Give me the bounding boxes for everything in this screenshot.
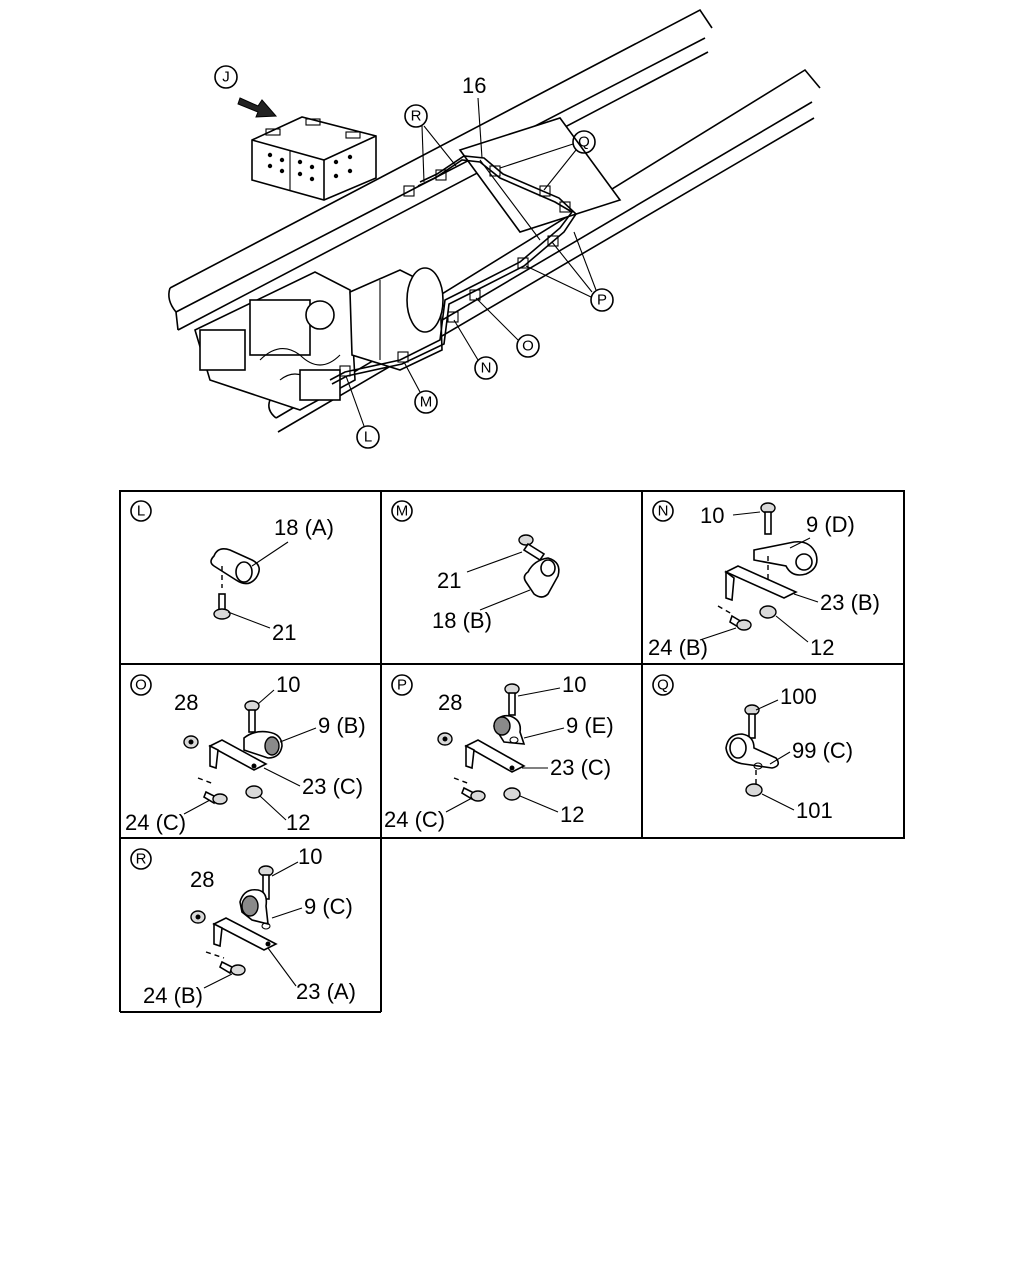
svg-text:18 (A): 18 (A) [274, 515, 334, 540]
svg-text:R: R [136, 851, 147, 868]
panel-o: O 28 10 9 (B) 23 (C) [125, 672, 366, 835]
svg-text:Q: Q [578, 134, 590, 151]
callout-m: M [403, 361, 438, 414]
svg-text:101: 101 [796, 798, 833, 823]
svg-text:M: M [420, 394, 433, 411]
crossmember [458, 117, 622, 241]
svg-text:24 (C): 24 (C) [125, 810, 186, 835]
svg-text:21: 21 [437, 568, 461, 593]
bolt-10 [504, 683, 520, 716]
view-direction-arrow-icon [237, 97, 278, 118]
svg-text:28: 28 [438, 690, 462, 715]
svg-text:12: 12 [286, 810, 310, 835]
engine [194, 271, 356, 411]
svg-text:23 (C): 23 (C) [550, 755, 611, 780]
washer-28 [183, 735, 199, 749]
callout-n: N [453, 319, 498, 380]
bolt-21-m [518, 534, 546, 562]
bolt-24c [203, 790, 228, 805]
panel-r: R 10 28 9 (C) 24 (B) 23 (A [130, 844, 356, 1008]
bracket-23b [724, 565, 798, 602]
clamp-99c [725, 733, 780, 770]
svg-text:18 (B): 18 (B) [432, 608, 492, 633]
nut-101 [745, 783, 763, 797]
callout-o: O [475, 297, 540, 358]
nut-12 [245, 785, 263, 799]
callout-q: Q [499, 130, 596, 191]
washer-28 [437, 732, 453, 746]
svg-text:O: O [522, 338, 534, 355]
svg-text:23 (C): 23 (C) [302, 774, 363, 799]
nut-12 [759, 605, 777, 619]
svg-text:21: 21 [272, 620, 296, 645]
clamp-18a [210, 548, 260, 585]
clamp-9c [239, 888, 271, 930]
panel-l: L 18 (A) 21 [130, 500, 334, 645]
svg-text:12: 12 [810, 635, 834, 660]
bolt-100 [744, 704, 760, 739]
bracket-23c [208, 739, 268, 771]
svg-text:28: 28 [190, 867, 214, 892]
svg-text:24 (B): 24 (B) [648, 635, 708, 660]
washer-28 [190, 910, 206, 924]
callout-r: R [404, 104, 457, 183]
bracket-23c [464, 739, 526, 773]
svg-text:O: O [135, 677, 147, 694]
svg-text:Q: Q [657, 677, 669, 694]
transmission [349, 267, 444, 371]
svg-text:P: P [397, 677, 407, 694]
svg-text:100: 100 [780, 684, 817, 709]
clamp-9e [493, 714, 526, 745]
svg-text:9 (B): 9 (B) [318, 713, 366, 738]
clamp-9d [753, 540, 818, 576]
bracket-23a [212, 917, 278, 951]
detail-grid [119, 490, 905, 1013]
svg-text:10: 10 [562, 672, 586, 697]
svg-text:J: J [222, 69, 230, 86]
chassis-overview: J [168, 8, 821, 449]
svg-text:12: 12 [560, 802, 584, 827]
panel-n: N 10 9 (D) 23 (B) 24 (B) 12 [648, 500, 880, 660]
svg-text:23 (B): 23 (B) [820, 590, 880, 615]
clamp-9b [243, 730, 283, 759]
bolt-24c [461, 786, 486, 802]
svg-text:9 (E): 9 (E) [566, 713, 614, 738]
bolt-10 [244, 700, 260, 733]
bolt-24b [219, 960, 246, 976]
svg-text:10: 10 [276, 672, 300, 697]
svg-text:28: 28 [174, 690, 198, 715]
svg-text:10: 10 [298, 844, 322, 869]
svg-text:P: P [597, 292, 607, 309]
svg-text:99 (C): 99 (C) [792, 738, 853, 763]
svg-text:23 (A): 23 (A) [296, 979, 356, 1004]
svg-text:N: N [658, 503, 669, 520]
clamp-18b [523, 557, 560, 598]
bolt-10 [760, 502, 776, 535]
svg-text:R: R [411, 108, 422, 125]
view-marker-j: J [214, 65, 238, 89]
callout-l: L [345, 375, 380, 449]
svg-text:10: 10 [700, 503, 724, 528]
svg-text:N: N [481, 360, 492, 377]
callout-p: P [525, 231, 614, 312]
panel-p: P 28 10 9 (E) 23 ( [384, 672, 614, 832]
panel-q: Q 100 99 (C) 101 [652, 674, 853, 823]
svg-text:L: L [364, 429, 372, 446]
nut-12 [503, 787, 521, 801]
battery-box [251, 116, 377, 201]
panel-m: M 21 18 (B) [391, 500, 560, 633]
svg-text:24 (B): 24 (B) [143, 983, 203, 1008]
panel-letter: L [137, 503, 145, 520]
pipe-route-16 [329, 155, 578, 385]
svg-text:9 (C): 9 (C) [304, 894, 353, 919]
bolt-21 [213, 593, 231, 620]
part-label-16: 16 [462, 73, 486, 98]
svg-text:M: M [396, 503, 409, 520]
svg-text:9 (D): 9 (D) [806, 512, 855, 537]
bolt-24b [729, 614, 752, 631]
svg-text:24 (C): 24 (C) [384, 807, 445, 832]
